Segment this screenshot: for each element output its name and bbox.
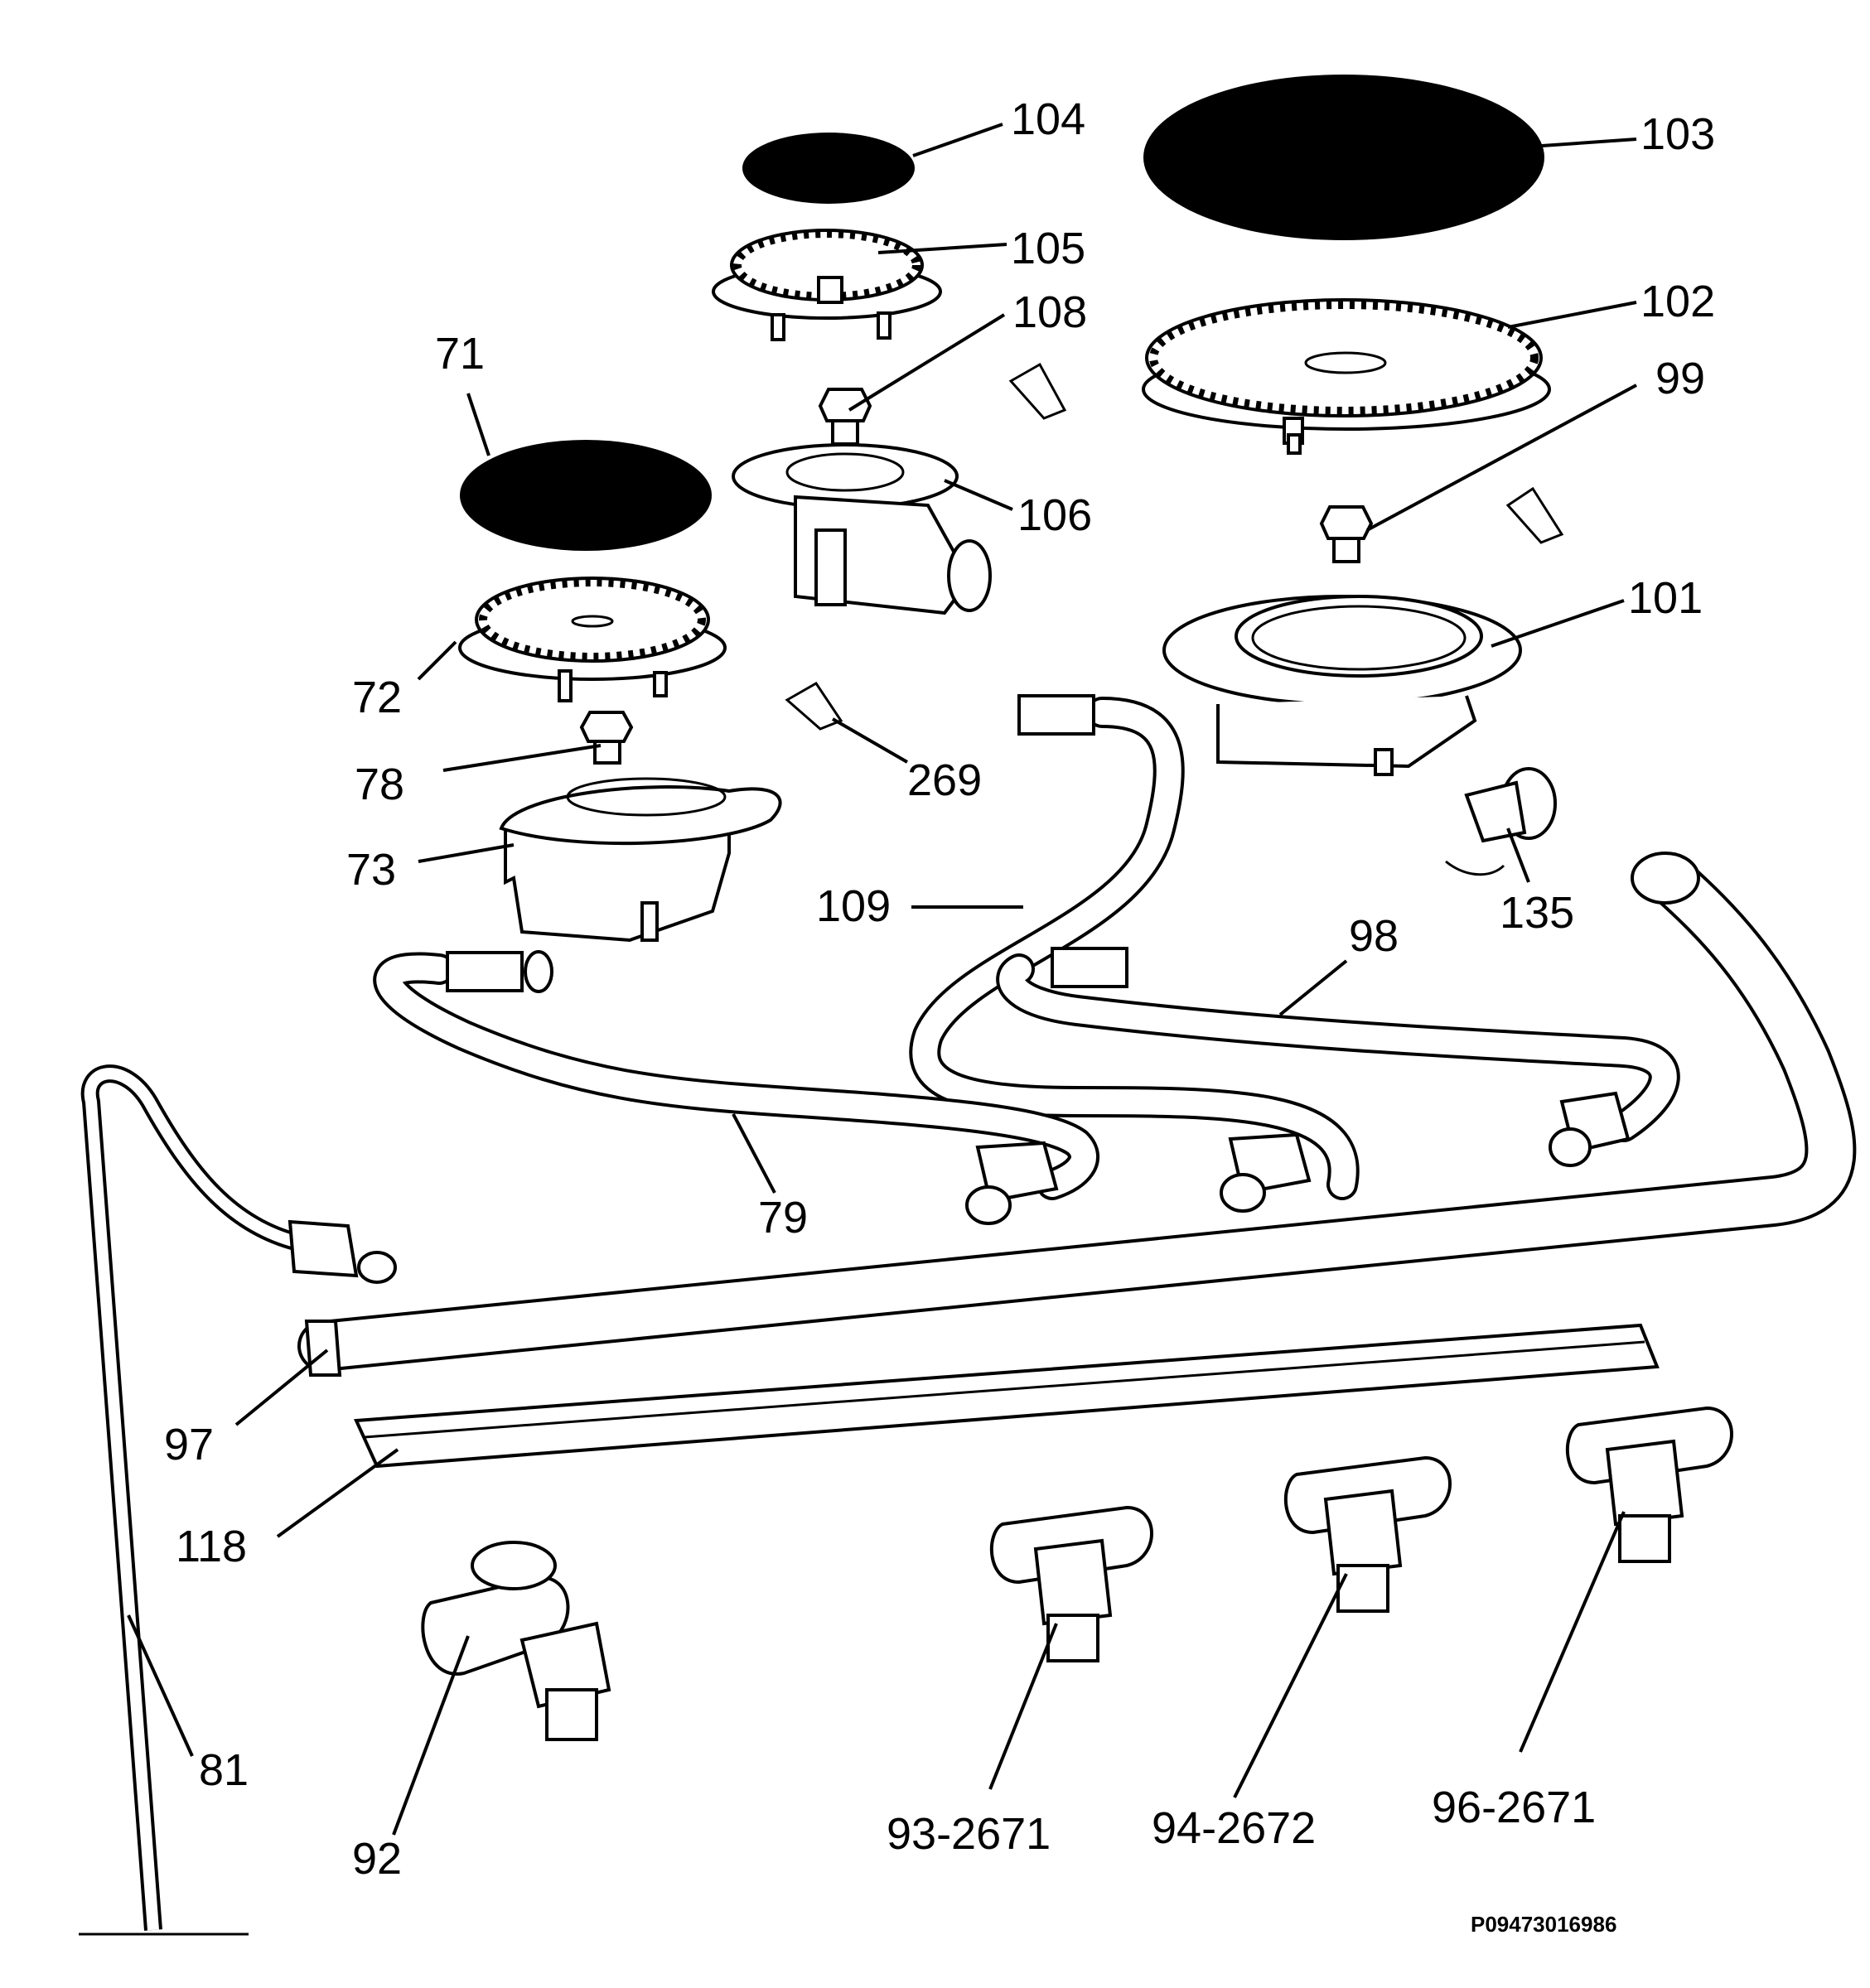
- injector-108: [818, 388, 872, 446]
- label-93-2671: 93-2671: [887, 1809, 1051, 1859]
- label-92: 92: [352, 1834, 402, 1884]
- gas-tap-96: [1565, 1406, 1733, 1563]
- label-72: 72: [352, 673, 402, 722]
- diagram-code: P09473016986: [1471, 1912, 1616, 1937]
- label-99: 99: [1655, 354, 1705, 403]
- gas-pipe-79: [373, 950, 1099, 1200]
- burner-cap-71: [460, 440, 712, 551]
- rail-118: [353, 1323, 1660, 1469]
- label-81: 81: [199, 1745, 249, 1795]
- label-106: 106: [1017, 490, 1092, 540]
- gas-tap-93: [989, 1505, 1153, 1662]
- label-101: 101: [1628, 573, 1703, 623]
- label-71: 71: [435, 329, 485, 379]
- elbow-fitting-135: [1445, 767, 1557, 876]
- burner-cap-103: [1143, 75, 1544, 240]
- pipe-nut-fittings: [965, 1091, 1631, 1225]
- label-108: 108: [1012, 287, 1087, 337]
- gas-manifold-pipe-97: [297, 852, 1857, 1377]
- label-269: 269: [907, 755, 982, 805]
- gas-tap-94: [1283, 1455, 1452, 1613]
- label-135: 135: [1500, 888, 1574, 938]
- label-109: 109: [816, 881, 891, 931]
- gas-pipe-109: [909, 694, 1360, 1200]
- label-103: 103: [1640, 109, 1715, 159]
- label-118: 118: [176, 1522, 247, 1571]
- gas-tap-92: [421, 1541, 611, 1741]
- label-97: 97: [164, 1420, 214, 1469]
- burner-body-106: [732, 443, 992, 615]
- supply-pipe-81: [79, 1064, 397, 1936]
- burner-crown-105: [712, 229, 942, 341]
- injector-99: [1319, 505, 1374, 563]
- label-79: 79: [758, 1193, 808, 1242]
- label-102: 102: [1640, 277, 1715, 326]
- label-94-2672: 94-2672: [1152, 1803, 1316, 1853]
- label-105: 105: [1011, 224, 1085, 273]
- label-98: 98: [1349, 911, 1399, 961]
- burner-cap-104: [742, 133, 915, 204]
- burner-crown-72: [458, 577, 727, 702]
- clip-269: [785, 362, 1564, 731]
- gas-pipe-98: [996, 947, 1680, 1142]
- burner-crown-102: [1142, 298, 1551, 455]
- leader-lines: [127, 123, 1637, 1836]
- burner-body-101: [1162, 595, 1522, 776]
- label-104: 104: [1011, 94, 1085, 144]
- burner-body-73: [499, 777, 782, 943]
- label-73: 73: [346, 845, 396, 895]
- label-78: 78: [355, 760, 404, 809]
- label-96-2671: 96-2671: [1432, 1783, 1596, 1832]
- injector-78: [579, 711, 634, 765]
